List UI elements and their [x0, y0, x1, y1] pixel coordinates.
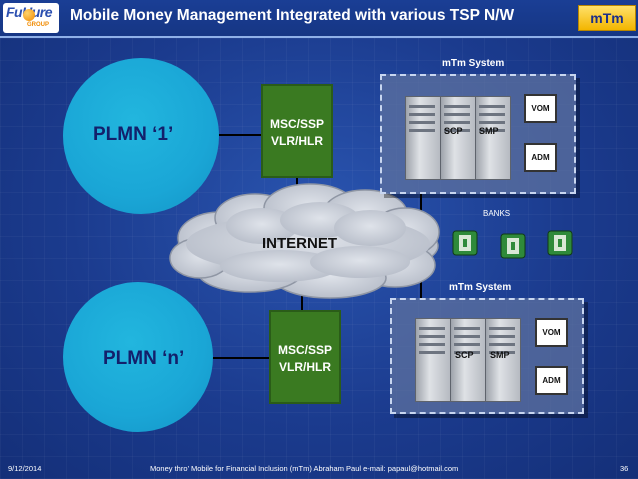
- logo-sun-icon: [23, 9, 35, 21]
- msc-top-line2: VLR/HLR: [271, 134, 323, 148]
- connector-plmn1-msc: [215, 134, 262, 136]
- banks-label: BANKS: [483, 209, 511, 218]
- msc-ssp-vlr-hlr-top: MSC/SSP VLR/HLR: [261, 84, 333, 178]
- server-rack-icon: [415, 318, 451, 402]
- adm-box-top: ADM: [524, 143, 557, 172]
- footer-date: 9/12/2014: [8, 464, 42, 473]
- bank-icon: [500, 233, 526, 259]
- scp-label-top: SCP: [444, 126, 463, 136]
- vom-box-top: VOM: [524, 94, 557, 123]
- future-group-logo: FuUure GROUP: [3, 3, 59, 33]
- server-rack-icon: [440, 96, 476, 180]
- smp-label-bottom: SMP: [490, 350, 510, 360]
- mtm-system-bottom-title: mTm System: [449, 282, 512, 293]
- server-rack-icon: [450, 318, 486, 402]
- server-rack-icon: [405, 96, 441, 180]
- plmn-n-label: PLMN ‘n’: [103, 348, 185, 369]
- header-bar: FuUure GROUP Mobile Money Management Int…: [0, 0, 638, 38]
- scp-label-bottom: SCP: [455, 350, 474, 360]
- msc-bottom-line1: MSC/SSP: [277, 343, 332, 357]
- footer-caption: Money thro’ Mobile for Financial Inclusi…: [150, 464, 459, 473]
- connector-internet-msc2: [301, 287, 303, 311]
- bank-icon: [547, 230, 573, 256]
- msc-top-line1: MSC/SSP: [269, 117, 324, 131]
- adm-box-bottom: ADM: [535, 366, 568, 395]
- connector-plmnn-msc: [212, 357, 270, 359]
- mtm-badge: mTm: [578, 5, 636, 31]
- vom-box-bottom: VOM: [535, 318, 568, 347]
- page-number: 36: [620, 464, 629, 473]
- mtm-system-top-title: mTm System: [442, 58, 505, 69]
- logo-text-bottom: GROUP: [27, 22, 50, 28]
- msc-bottom-line2: VLR/HLR: [279, 360, 331, 374]
- slide-title: Mobile Money Management Integrated with …: [70, 7, 515, 24]
- plmn-1-label: PLMN ‘1’: [93, 124, 174, 145]
- plmn-1-network-circle: [63, 58, 219, 214]
- internet-label: INTERNET: [262, 235, 337, 252]
- server-rack-icon: [475, 96, 511, 180]
- server-rack-icon: [485, 318, 521, 402]
- smp-label-top: SMP: [479, 126, 499, 136]
- msc-ssp-vlr-hlr-bottom: MSC/SSP VLR/HLR: [269, 310, 341, 404]
- plmn-n-network-circle: [63, 282, 213, 432]
- bank-icon: [452, 230, 478, 256]
